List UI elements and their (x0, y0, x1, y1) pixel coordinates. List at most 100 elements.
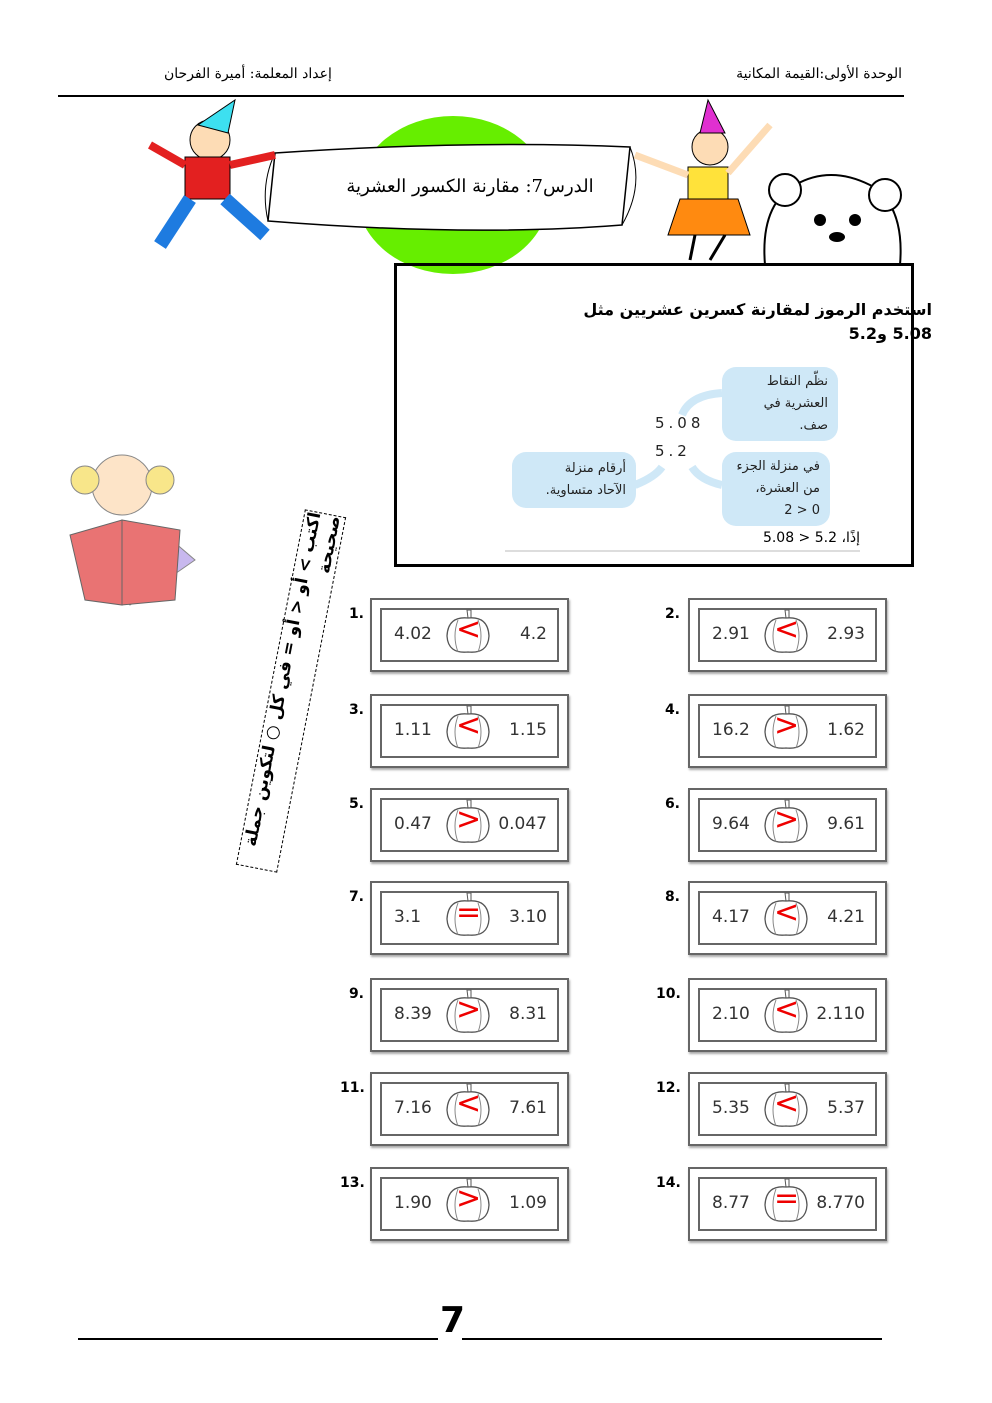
pumpkin-icon (446, 1178, 490, 1222)
left-number: 3.1 (394, 907, 422, 927)
answer-symbol[interactable]: > (774, 802, 800, 837)
problem-inner-frame (380, 798, 559, 852)
left-number: 1.11 (394, 720, 432, 740)
pumpkin-icon (446, 705, 490, 749)
answer-symbol[interactable]: < (774, 1086, 800, 1121)
problem-number: 1. (348, 606, 364, 622)
left-number: 2.91 (712, 624, 750, 644)
pumpkin-icon (764, 799, 808, 843)
answer-symbol[interactable]: = (774, 1181, 800, 1216)
left-number: 4.02 (394, 624, 432, 644)
right-number: 8.31 (509, 1004, 547, 1024)
bubble-line: في منزلة الجزء (736, 459, 820, 474)
problem-number: 2. (664, 606, 680, 622)
bubble-line: العشرية في (763, 396, 828, 411)
pumpkin-icon (446, 892, 490, 936)
aligned-number-2: 5.2 (655, 442, 691, 460)
right-number: 0.047 (498, 814, 547, 834)
girl-reading-illustration (69, 454, 196, 606)
comparison-problem: 0.47 >0.047 (370, 788, 569, 862)
problem-number: 8. (664, 889, 680, 905)
answer-symbol[interactable]: < (456, 1086, 482, 1121)
right-number: 3.10 (509, 907, 547, 927)
lesson-objective: استخدم الرموز لمقارنة كسرين عشريين مثل 5… (583, 298, 932, 346)
lesson-example-box (394, 263, 914, 567)
pumpkin-icon (446, 1083, 490, 1127)
unit-title: الوحدة الأولى:القيمة المكانية (736, 66, 902, 82)
problem-inner-frame (380, 891, 559, 945)
pumpkin-icon (764, 1083, 808, 1127)
left-number: 4.17 (712, 907, 750, 927)
pumpkin-icon (446, 989, 490, 1033)
right-number: 5.37 (827, 1098, 865, 1118)
right-number: 1.09 (509, 1193, 547, 1213)
problem-inner-frame (380, 704, 559, 758)
problem-inner-frame (698, 704, 877, 758)
left-number: 2.10 (712, 1004, 750, 1024)
answer-symbol[interactable]: < (774, 895, 800, 930)
problem-inner-frame (380, 1082, 559, 1136)
right-number: 7.61 (509, 1098, 547, 1118)
problem-number: 12. (656, 1080, 681, 1096)
comparison-problem: 7.16 <7.61 (370, 1072, 569, 1146)
footer-line-left (78, 1338, 438, 1340)
problem-inner-frame (698, 608, 877, 662)
left-number: 8.39 (394, 1004, 432, 1024)
right-number: 1.62 (827, 720, 865, 740)
problem-number: 11. (340, 1080, 365, 1096)
comparison-problem: 1.11<1.15 (370, 694, 569, 768)
right-number: 2.93 (827, 624, 865, 644)
answer-symbol[interactable]: < (456, 708, 482, 743)
problem-inner-frame (698, 891, 877, 945)
comparison-problem: 3.1 = 3.10 (370, 881, 569, 955)
answer-symbol[interactable]: < (774, 612, 800, 647)
problem-number: 9. (348, 986, 364, 1002)
answer-symbol[interactable]: < (456, 612, 482, 647)
bubble-line: نظّم النقاط (766, 374, 828, 389)
answer-symbol[interactable]: < (774, 992, 800, 1027)
problem-inner-frame (380, 608, 559, 662)
right-number: 4.21 (827, 907, 865, 927)
comparison-problem: 8.77=8.770 (688, 1167, 887, 1241)
problem-number: 13. (340, 1175, 365, 1191)
left-number: 0.47 (394, 814, 432, 834)
answer-symbol[interactable]: > (774, 708, 800, 743)
left-number: 9.64 (712, 814, 750, 834)
left-number: 7.16 (394, 1098, 432, 1118)
aligned-number-1: 5.08 (655, 414, 705, 432)
footer-line-right (462, 1338, 882, 1340)
bubble-line: 0 < 2 (784, 503, 820, 518)
problem-inner-frame (698, 798, 877, 852)
pumpkin-icon (764, 1178, 808, 1222)
problem-number: 6. (664, 796, 680, 812)
left-number: 5.35 (712, 1098, 750, 1118)
problem-number: 7. (348, 889, 364, 905)
left-number: 16.2 (712, 720, 750, 740)
pumpkin-icon (446, 799, 490, 843)
comparison-problem: 1.90>1.09 (370, 1167, 569, 1241)
instruction-label: اكتب > أو < أو = في كل ○ لتكوين جملة صحي… (235, 509, 347, 873)
answer-symbol[interactable]: > (456, 802, 482, 837)
answer-symbol[interactable]: > (456, 1181, 482, 1216)
comparison-problem: 16.2 >1.62 (688, 694, 887, 768)
comparison-problem: 9.64>9.61 (688, 788, 887, 862)
bubble-line: أرقام منزلة (564, 461, 626, 476)
pumpkin-icon (764, 989, 808, 1033)
comparison-problem: 8.39 >8.31 (370, 978, 569, 1052)
right-number: 4.2 (519, 624, 547, 644)
lesson-title: الدرس7: مقارنة الكسور العشرية (346, 176, 594, 197)
problem-number: 5. (348, 796, 364, 812)
bubble-ones: أرقام منزلة الآحاد متساوية. (512, 452, 636, 508)
conclusion: إذًا، 5.2 < 5.08 (505, 530, 860, 552)
pumpkin-icon (764, 705, 808, 749)
bubble-line: صف. (799, 418, 828, 433)
pumpkin-icon (764, 892, 808, 936)
instruction-text: اكتب > أو < أو = في كل ○ لتكوين جملة صحي… (240, 510, 345, 849)
problem-inner-frame (380, 1177, 559, 1231)
comparison-problem: 5.35 <5.37 (688, 1072, 887, 1146)
bubble-line: من العشرة، (755, 481, 820, 496)
bubble-align-points: نظّم النقاط العشرية في صف. (722, 367, 838, 441)
right-number: 2.110 (816, 1004, 865, 1024)
answer-symbol[interactable]: = (456, 895, 482, 930)
answer-symbol[interactable]: > (456, 992, 482, 1027)
